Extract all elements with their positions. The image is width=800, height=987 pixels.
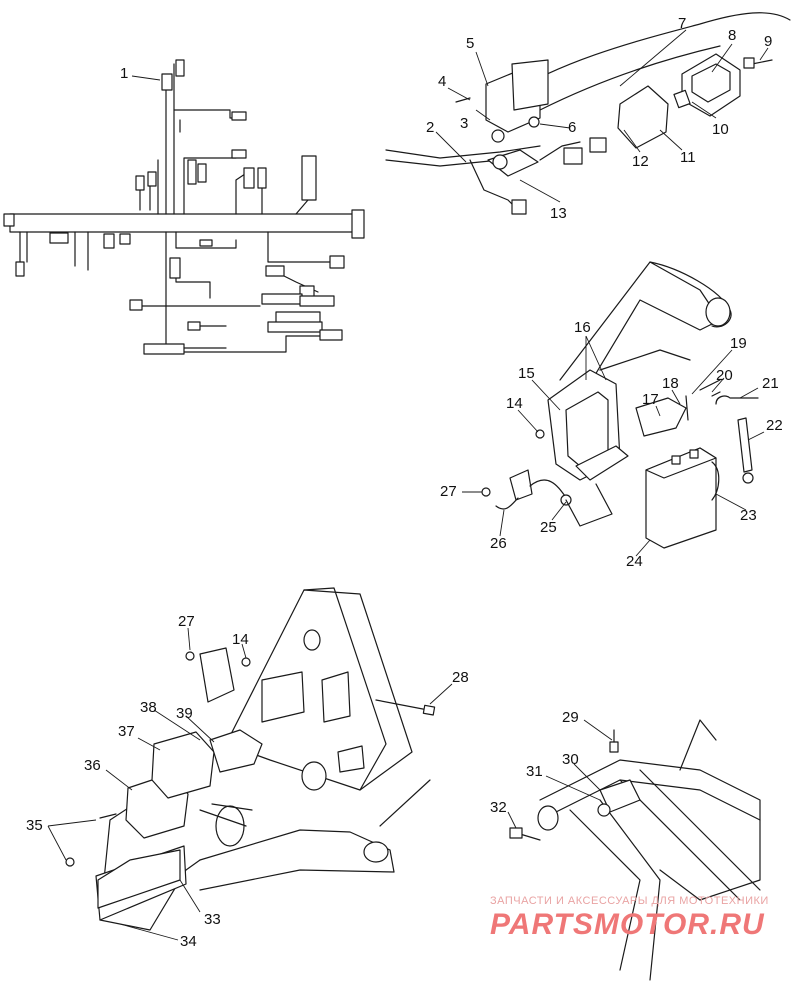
callout-3: 3 — [460, 115, 468, 132]
callout-2: 2 — [426, 119, 434, 136]
callout-16: 16 — [574, 319, 591, 336]
callout-39: 39 — [176, 705, 193, 722]
callout-7: 7 — [678, 15, 686, 32]
callout-4: 4 — [438, 73, 446, 90]
chassis-bracket-assembly — [65, 587, 436, 931]
callout-14-lower: 14 — [232, 631, 249, 648]
callout-29: 29 — [562, 709, 579, 726]
callout-17: 17 — [642, 391, 659, 408]
callout-35: 35 — [26, 817, 43, 834]
callout-8: 8 — [728, 27, 736, 44]
callout-24: 24 — [626, 553, 643, 570]
callout-11: 11 — [680, 149, 696, 166]
taillight-assembly — [385, 12, 791, 215]
callout-labels: 1 2 3 4 5 6 7 8 9 10 11 12 13 14 15 16 1… — [26, 15, 783, 950]
callout-34: 34 — [180, 933, 197, 950]
callout-13: 13 — [550, 205, 567, 222]
callout-9: 9 — [764, 33, 772, 50]
front-frame-assembly — [509, 719, 761, 981]
callout-38: 38 — [140, 699, 157, 716]
callout-21: 21 — [762, 375, 779, 392]
battery-frame-assembly — [481, 261, 759, 549]
callout-20: 20 — [716, 367, 733, 384]
callout-18: 18 — [662, 375, 679, 392]
callout-30: 30 — [562, 751, 579, 768]
callout-32: 32 — [490, 799, 507, 816]
callout-1: 1 — [120, 65, 128, 82]
watermark: ЗАПЧАСТИ И АКСЕССУАРЫ ДЛЯ МОТОТЕХНИКИ PA… — [490, 895, 769, 941]
callout-15: 15 — [518, 365, 535, 382]
callout-19: 19 — [730, 335, 747, 352]
callout-27-lower: 27 — [178, 613, 195, 630]
callout-12: 12 — [632, 153, 649, 170]
callout-27: 27 — [440, 483, 457, 500]
callout-28: 28 — [452, 669, 469, 686]
watermark-tagline: ЗАПЧАСТИ И АКСЕССУАРЫ ДЛЯ МОТОТЕХНИКИ — [490, 895, 769, 907]
callout-5: 5 — [466, 35, 474, 52]
callout-36: 36 — [84, 757, 101, 774]
wiring-harness — [3, 59, 365, 355]
leader-lines — [47, 29, 769, 941]
callout-14: 14 — [506, 395, 523, 412]
callout-26: 26 — [490, 535, 507, 552]
callout-10: 10 — [712, 121, 729, 138]
callout-37: 37 — [118, 723, 135, 740]
callout-25: 25 — [540, 519, 557, 536]
callout-23: 23 — [740, 507, 757, 524]
callout-6: 6 — [568, 119, 576, 136]
callout-33: 33 — [204, 911, 221, 928]
callout-22: 22 — [766, 417, 783, 434]
watermark-logo: PARTSMOTOR.RU — [490, 908, 765, 941]
callout-31: 31 — [526, 763, 543, 780]
